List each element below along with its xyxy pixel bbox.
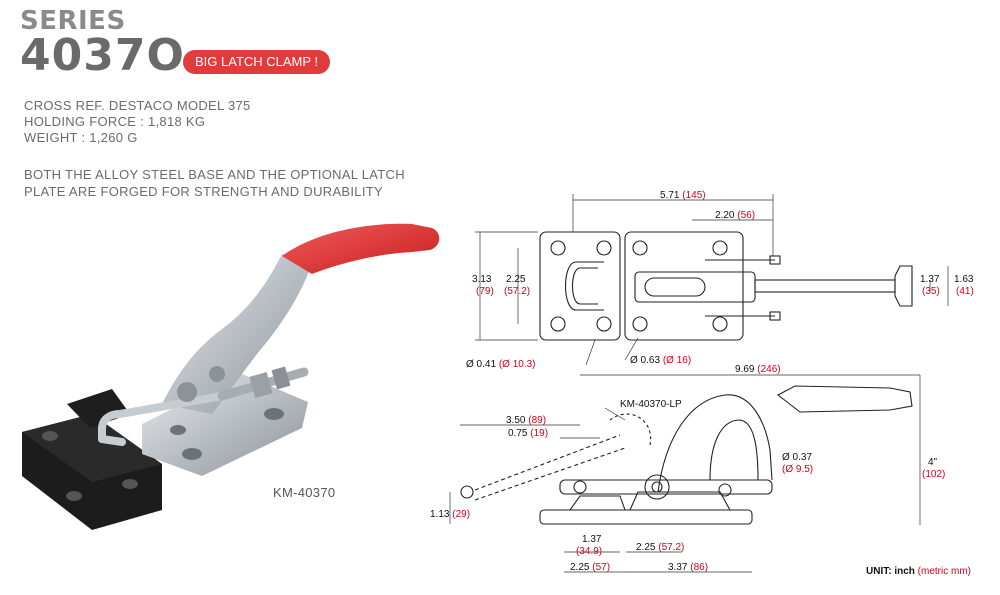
- svg-text:3.50 (89): 3.50 (89): [506, 415, 546, 426]
- dim-1-13: 1.13: [430, 509, 450, 520]
- spec-list: CROSS REF. DESTACO MODEL 375 HOLDING FOR…: [24, 98, 251, 146]
- svg-text:Ø 0.41 (Ø 10.3): Ø 0.41 (Ø 10.3): [466, 359, 536, 370]
- technical-drawing: 5.71 (145) 2.20 (56) 3.13 (79) 2.25 (57.…: [430, 190, 974, 573]
- unit-label: UNIT: inch: [866, 566, 915, 577]
- product-badge: BIG LATCH CLAMP !: [183, 50, 331, 74]
- dim-4-mm: (102): [922, 469, 945, 480]
- svg-text:9.69 (246): 9.69 (246): [735, 364, 781, 375]
- dim-9-69-mm: (246): [757, 364, 780, 375]
- dim-037: Ø 0.37: [782, 452, 812, 463]
- hole-063: Ø 0.63: [630, 355, 660, 366]
- top-latch-plate: [539, 231, 621, 341]
- svg-text:0.75 (19): 0.75 (19): [508, 428, 548, 439]
- dim-0-75-mm: (19): [530, 428, 548, 439]
- description-line-1: BOTH THE ALLOY STEEL BASE AND THE OPTION…: [24, 167, 405, 182]
- dim-037-mm: (Ø 9.5): [782, 464, 813, 475]
- dim-3-50-mm: (89): [528, 415, 546, 426]
- unit-note: UNIT: inch (metric mm): [866, 566, 971, 577]
- side-base: [539, 509, 753, 525]
- svg-text:1.13 (29): 1.13 (29): [430, 509, 470, 520]
- svg-text:3.37 (86): 3.37 (86): [668, 562, 708, 573]
- dim-2-25-side-mm: (57.2): [658, 542, 684, 553]
- svg-text:Ø 0.63 (Ø 16): Ø 0.63 (Ø 16): [630, 355, 691, 366]
- dim-1-13-mm: (29): [452, 509, 470, 520]
- hole-041: Ø 0.41: [466, 359, 496, 370]
- svg-text:5.71 (145): 5.71 (145): [660, 190, 706, 201]
- unit-metric: (metric mm): [917, 566, 971, 577]
- spec-cross-ref: CROSS REF. DESTACO MODEL 375: [24, 98, 251, 113]
- svg-text:2.25 (57.2): 2.25 (57.2): [636, 542, 684, 553]
- photo-caption: KM-40370: [273, 485, 336, 500]
- dim-3-13-mm: (79): [476, 286, 494, 297]
- dim-9-69: 9.69: [735, 364, 755, 375]
- svg-text:2.20 (56): 2.20 (56): [715, 210, 755, 221]
- dim-3-50: 3.50: [506, 415, 526, 426]
- dim-2-25: 2.25: [506, 274, 526, 285]
- dim-2-25-side: 2.25: [636, 542, 656, 553]
- dim-1-37: 1.37: [920, 274, 940, 285]
- dim-1-37-side-mm: (34.9): [576, 546, 602, 557]
- series-label: SERIES: [20, 6, 126, 36]
- dim-3-37: 3.37: [668, 562, 688, 573]
- spec-weight: WEIGHT : 1,260 G: [24, 130, 138, 145]
- dim-5-71: 5.71: [660, 190, 680, 201]
- dim-0-75: 0.75: [508, 428, 528, 439]
- dim-2-25-mm: (57.2): [504, 286, 530, 297]
- spec-holding-force: HOLDING FORCE : 1,818 KG: [24, 114, 206, 129]
- dim-3-13: 3.13: [472, 274, 492, 285]
- dim-5-71-mm: (145): [682, 190, 705, 201]
- dim-3-37-mm: (86): [690, 562, 708, 573]
- dim-1-63-mm: (41): [956, 286, 974, 297]
- dim-2-20: 2.20: [715, 210, 735, 221]
- dim-1-37-mm: (35): [922, 286, 940, 297]
- dim-2-25-bottom-mm: (57): [592, 562, 610, 573]
- dim-1-37-side: 1.37: [582, 534, 602, 545]
- latch-plate-part: KM-40370-LP: [620, 399, 682, 410]
- hole-063-mm: (Ø 16): [663, 355, 691, 366]
- top-base: [624, 231, 744, 341]
- clamp-product-image: [22, 223, 440, 530]
- model-number: 4037O: [20, 30, 185, 81]
- description-line-2: PLATE ARE FORGED FOR STRENGTH AND DURABI…: [24, 184, 383, 199]
- dim-1-63: 1.63: [954, 274, 974, 285]
- svg-text:2.25 (57): 2.25 (57): [570, 562, 610, 573]
- dim-4: 4": [928, 457, 938, 468]
- hole-041-mm: (Ø 10.3): [499, 359, 536, 370]
- dim-2-20-mm: (56): [737, 210, 755, 221]
- dim-2-25-bottom: 2.25: [570, 562, 590, 573]
- product-description: BOTH THE ALLOY STEEL BASE AND THE OPTION…: [24, 166, 405, 200]
